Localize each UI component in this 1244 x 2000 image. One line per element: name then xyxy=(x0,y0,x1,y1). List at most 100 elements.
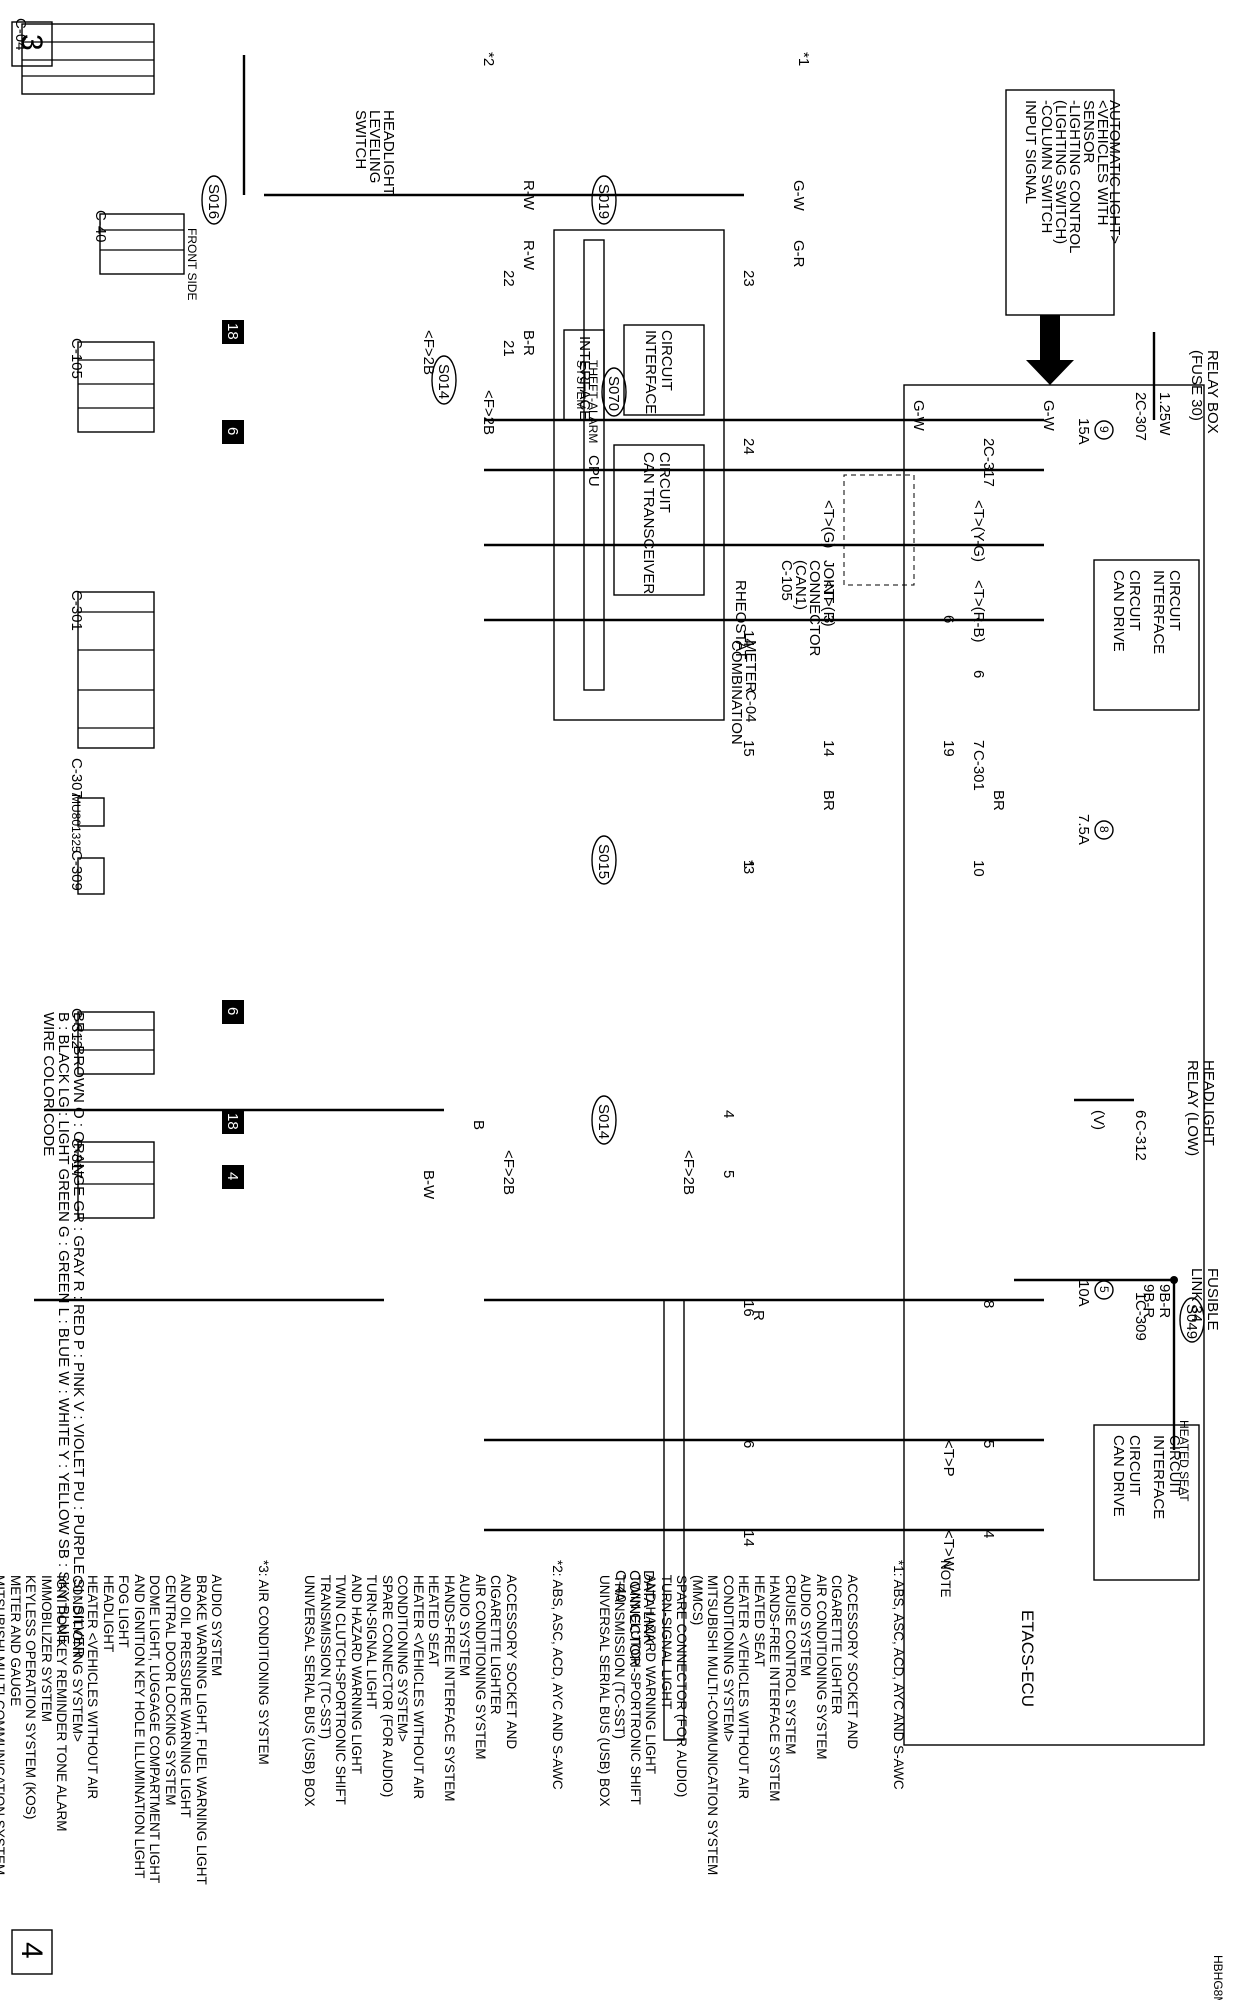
wire-label-tp2: <T>P xyxy=(940,1440,957,1477)
headlight-relay: HEADLIGHT RELAY (LOW) (V) 6 C-312 xyxy=(1074,1060,1217,1161)
can-transceiver-label: CAN TRANSCEIVER xyxy=(640,452,657,594)
note2-mark: *2 xyxy=(550,1560,566,1573)
note3-mark: *3 xyxy=(256,1560,271,1573)
fusible-link-label: FUSIBLE xyxy=(1204,1268,1221,1331)
note-item: AND HAZARD WARNING LIGHT xyxy=(349,1560,364,1775)
pin-label: 19 xyxy=(940,740,957,757)
wire-label-f2b: <F>2B xyxy=(420,330,437,375)
wire-label-tp: <T>(P) xyxy=(820,580,837,627)
wire-label-br-2: BR xyxy=(990,790,1007,811)
wire-label-f2b-2: <F>2B xyxy=(480,390,497,435)
can-drive-circuit-1: CAN DRIVE CIRCUIT INTERFACE CIRCUIT xyxy=(1093,559,1200,711)
pin-label: 3 xyxy=(820,615,837,623)
splice-label: S016 xyxy=(205,184,222,219)
note-item: ACCESSORY SOCKET AND xyxy=(845,1560,860,1750)
headlight-leveling-label: SWITCH xyxy=(352,110,369,169)
fuse-8: 8 7.5A xyxy=(1075,814,1114,845)
note-item: AND HAZARD WARNING LIGHT xyxy=(643,1560,659,1775)
pin-label: 2 xyxy=(1132,392,1149,400)
connector-tag: C-312 xyxy=(1132,1120,1149,1161)
relay-box-fuse: (FUSE 30) xyxy=(1188,350,1205,421)
connector-label: C-301 xyxy=(68,590,85,631)
note-item: AUDIO SYSTEM xyxy=(457,1560,473,1677)
wire-color-code-title: WIRE COLOR CODE xyxy=(40,1012,57,1156)
connector-tag: C-307 xyxy=(1132,400,1149,441)
connector-c40: C-40 FRONT SIDE xyxy=(92,210,199,300)
input-signal-line: -COLUMN SWITCH xyxy=(1038,100,1055,233)
note1-line: : ABS, ASC, ACD, AYC AND S-AWC xyxy=(891,1572,907,1790)
connector-face xyxy=(21,23,155,95)
splice-s014 xyxy=(431,355,457,405)
connector-label: C-307 xyxy=(68,758,85,799)
note-item: AIR CONDITIONING SYSTEM xyxy=(814,1560,829,1760)
ground-6b: 6 xyxy=(222,1000,244,1024)
note-item: MITSUBISHI MULTI-COMMUNICATION SYSTEM xyxy=(0,1575,8,1876)
note-item: BRAKE WARNING LIGHT, FUEL WARNING LIGHT xyxy=(194,1560,209,1885)
connector-tag: C-309 xyxy=(1132,1300,1149,1341)
can-drive-circuit-2: CAN DRIVE CIRCUIT INTERFACE CIRCUIT xyxy=(1093,1424,1200,1581)
can-drive-label: CAN DRIVE xyxy=(1110,570,1127,652)
pin-label: 6 xyxy=(1132,1110,1149,1118)
wire-color-code-line1: B : BLACK LG : LIGHT GREEN G : GREEN L :… xyxy=(55,1012,72,1644)
note-item: AUDIO SYSTEM xyxy=(798,1560,814,1677)
headlight-relay-label: HEADLIGHT xyxy=(1200,1060,1217,1146)
note2-list: ACCESSORY SOCKET AND CIGARETTE LIGHTER A… xyxy=(302,1560,520,1885)
note-item: TRANSMISSION (TC-SST) xyxy=(318,1560,333,1740)
interface-label: CIRCUIT xyxy=(1166,570,1183,631)
pin-label: 24 xyxy=(740,438,757,455)
pin-label: 5 xyxy=(720,1170,737,1178)
wire-label-br-3: BR xyxy=(820,790,837,811)
connector-tag: C-317 xyxy=(980,446,997,487)
wire-color-code: WIRE COLOR CODE B : BLACK LG : LIGHT GRE… xyxy=(40,1012,87,1658)
headlight-leveling-label: LEVELING xyxy=(366,110,383,183)
page-code: HBHG8M128C xyxy=(1211,1955,1225,2000)
wire-label: (V) xyxy=(1090,1110,1107,1130)
interface-label: CIRCUIT xyxy=(1166,1435,1183,1496)
pin-label: 21 xyxy=(500,340,517,357)
pin-label: 16 xyxy=(740,1300,757,1317)
combination-meter-frame xyxy=(553,229,725,721)
connector-label: C-04 xyxy=(12,18,29,51)
pin-label: 14 xyxy=(740,630,757,647)
can-transceiver-box xyxy=(613,444,705,596)
note-item: HEATED SEAT xyxy=(752,1560,767,1667)
note2-line: : ABS, ASC, ACD, AYC AND S-AWC xyxy=(550,1572,566,1790)
pin-label: 10 xyxy=(970,860,987,877)
ground-6a: 6 xyxy=(222,420,244,444)
note-item: HEATED SEAT xyxy=(426,1560,442,1667)
note-item: AND IGNITION KEY HOLE ILLUMINATION LIGHT xyxy=(132,1560,147,1879)
heated-seat-label: HEATED SEAT xyxy=(1177,1420,1191,1502)
note-item: AIR CONDITIONING SYSTEM xyxy=(473,1560,488,1760)
note-item: HEADLIGHT xyxy=(101,1560,116,1653)
wire-label-tg: <T>(G) xyxy=(820,500,837,548)
etacs-ecu-label: ETACS-ECU xyxy=(1018,1610,1037,1707)
note-item: TURN-SIGNAL LIGHT xyxy=(659,1560,674,1710)
connector-c307: C-307 MU801325 xyxy=(68,758,105,853)
wire-label-f2b-3: <F>2B xyxy=(680,1150,697,1195)
wire-label-tw: <T>W xyxy=(940,1530,957,1572)
ground-label: 6 xyxy=(224,427,241,435)
input-signal-line: -LIGHTING CONTROL xyxy=(1066,100,1083,253)
ground-label: 18 xyxy=(224,1113,241,1130)
ground-label: 18 xyxy=(224,323,241,340)
wire-label-r: R xyxy=(750,1310,767,1321)
ground-18a: 18 xyxy=(222,320,244,344)
wire-label-rw-2: R-W xyxy=(520,240,537,271)
note-item: HEATER <VEHICLES WITHOUT AIR xyxy=(736,1560,752,1800)
splice-s014-2 xyxy=(591,1095,617,1145)
reference-star2: *2 xyxy=(480,52,497,66)
note-item: HEATER <VEHICLES WITHOUT AIR xyxy=(85,1560,101,1800)
note-item: TRANSMISSION (TC-SST) xyxy=(612,1560,628,1740)
splice-label: S014 xyxy=(435,364,452,399)
splice-label: S014 xyxy=(595,1104,612,1139)
splice-label: S019 xyxy=(595,184,612,219)
connector-label: C-312 xyxy=(68,1008,85,1049)
splice-s049 xyxy=(1179,1297,1205,1343)
note-item: HANDS-FREE INTERFACE SYSTEM xyxy=(442,1560,457,1802)
pin-label: 1 xyxy=(1132,1292,1149,1300)
interface-label: INTERFACE xyxy=(642,330,659,414)
can-drive-label: CAN DRIVE xyxy=(1110,1435,1127,1517)
connector-tag: C-40 xyxy=(612,1570,629,1603)
connector-face xyxy=(77,857,105,895)
